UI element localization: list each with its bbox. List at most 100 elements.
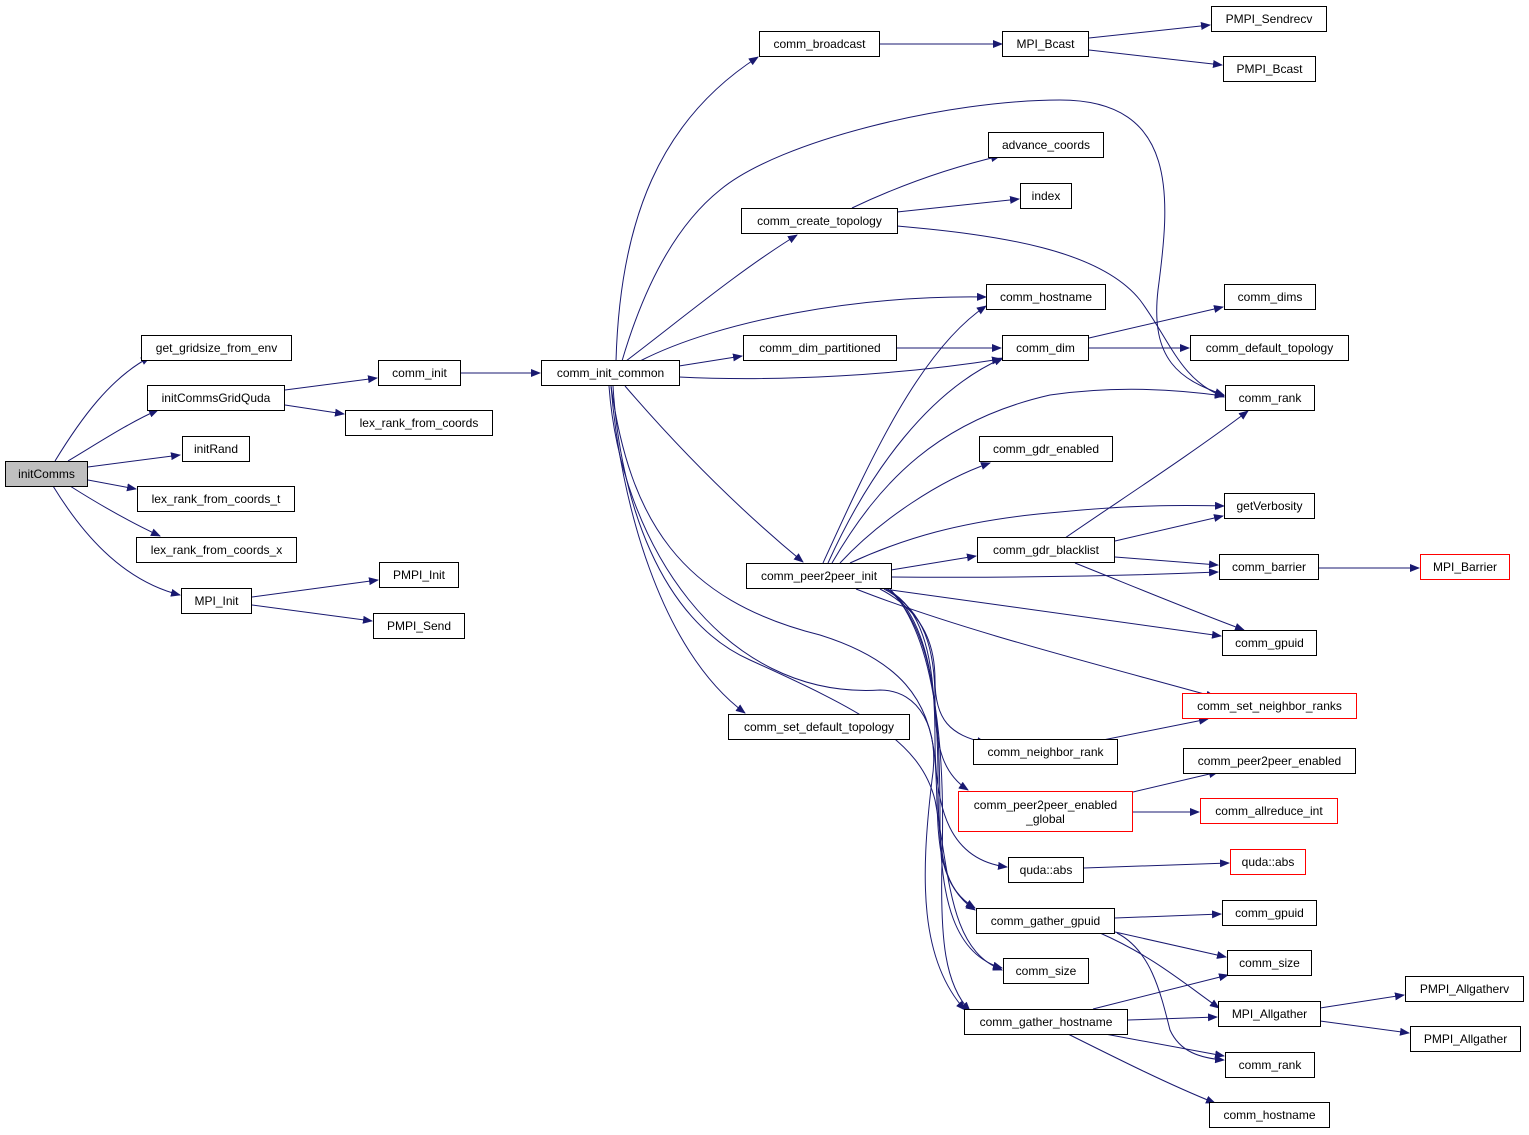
edge-neighbor-rank-set-ranks bbox=[1102, 716, 1209, 741]
edge-common-dim bbox=[678, 356, 1002, 380]
node-comm-set-neighbor-ranks[interactable]: comm_set_neighbor_ranks bbox=[1182, 693, 1357, 719]
node-lex-rank-from-coords[interactable]: lex_rank_from_coords bbox=[345, 410, 493, 436]
edge-gathergpuid-allgather bbox=[1099, 932, 1220, 1009]
edge-common-create-topology bbox=[625, 234, 798, 362]
edge-gathergpuid-gpuid bbox=[1114, 910, 1222, 919]
node-quda-abs-b[interactable]: quda::abs bbox=[1230, 849, 1306, 875]
edge-gatherhost-hostname bbox=[1067, 1033, 1216, 1104]
node-comm-allreduce-int[interactable]: comm_allreduce_int bbox=[1200, 798, 1338, 824]
node-comm-gpuid[interactable]: comm_gpuid bbox=[1222, 630, 1317, 656]
edge-p2p-neighbor-ranks bbox=[855, 588, 1216, 699]
node-initcommsgridquda[interactable]: initCommsGridQuda bbox=[147, 385, 285, 411]
node-quda-abs-a[interactable]: quda::abs bbox=[1008, 857, 1084, 883]
node-getverbosity[interactable]: getVerbosity bbox=[1224, 493, 1315, 519]
edge-gatherhost-size bbox=[1092, 973, 1229, 1010]
edge-p2p-size bbox=[887, 588, 1003, 970]
edge-p2p-barrier bbox=[890, 568, 1219, 578]
edge-common-peer2peer-init bbox=[624, 385, 804, 563]
edge-gridquda-comm-init bbox=[284, 375, 378, 391]
node-initrand[interactable]: initRand bbox=[182, 436, 250, 462]
edge-gatherhost-allgather bbox=[1127, 1013, 1218, 1022]
node-comm-rank-2[interactable]: comm_rank bbox=[1225, 1052, 1315, 1078]
edge-dim-dims bbox=[1088, 305, 1224, 339]
edge-bcast-pmpi-bcast bbox=[1088, 49, 1223, 68]
edge-common-broadcast bbox=[615, 56, 759, 362]
edge-common-hostname bbox=[639, 292, 987, 362]
node-comm-broadcast[interactable]: comm_broadcast bbox=[759, 31, 880, 57]
node-mpi-allgather[interactable]: MPI_Allgather bbox=[1218, 1001, 1321, 1027]
edge-topology-rank bbox=[896, 225, 1225, 398]
node-comm-init[interactable]: comm_init bbox=[378, 360, 461, 386]
node-comm-peer2peer-enabled[interactable]: comm_peer2peer_enabled bbox=[1183, 748, 1356, 774]
edge-blacklist-gpuid bbox=[1074, 562, 1245, 631]
edge-common-size bbox=[612, 385, 1003, 971]
node-comm-size-b[interactable]: comm_size bbox=[1227, 950, 1312, 976]
edge-topology-index bbox=[896, 195, 1020, 213]
node-get-gridsize-from-env[interactable]: get_gridsize_from_env bbox=[141, 335, 292, 361]
node-pmpi-allgatherv[interactable]: PMPI_Allgatherv bbox=[1405, 976, 1524, 1002]
edge-common-rank-big bbox=[621, 99, 1225, 396]
edge-initcomms-initrand bbox=[87, 452, 181, 468]
edge-initcomms-lex-t bbox=[87, 479, 137, 492]
node-comm-peer2peer-enabled-global[interactable]: comm_peer2peer_enabled _global bbox=[958, 791, 1133, 832]
node-comm-gpuid-2[interactable]: comm_gpuid bbox=[1222, 900, 1317, 926]
node-index[interactable]: index bbox=[1020, 183, 1072, 209]
node-mpi-init[interactable]: MPI_Init bbox=[181, 588, 252, 614]
edge-blacklist-barrier bbox=[1114, 556, 1219, 569]
edge-global-enabled bbox=[1132, 770, 1219, 793]
edge-allgather-allgatherv bbox=[1319, 992, 1405, 1009]
edge-p2p-quda-abs bbox=[885, 588, 1008, 870]
edge-p2p-rank bbox=[831, 388, 1225, 564]
edge-topology-advance bbox=[851, 154, 1001, 209]
node-comm-create-topology[interactable]: comm_create_topology bbox=[741, 208, 898, 234]
node-comm-gather-gpuid[interactable]: comm_gather_gpuid bbox=[976, 908, 1115, 934]
node-lex-rank-from-coords-t[interactable]: lex_rank_from_coords_t bbox=[137, 486, 295, 512]
node-lex-rank-from-coords-x[interactable]: lex_rank_from_coords_x bbox=[136, 537, 297, 563]
node-comm-hostname[interactable]: comm_hostname bbox=[986, 284, 1106, 310]
node-comm-gdr-enabled[interactable]: comm_gdr_enabled bbox=[979, 436, 1113, 462]
node-comm-init-common[interactable]: comm_init_common bbox=[541, 360, 680, 386]
node-pmpi-allgather[interactable]: PMPI_Allgather bbox=[1410, 1026, 1521, 1052]
edge-initcomms-get-gridsize bbox=[54, 356, 151, 462]
node-comm-default-topology[interactable]: comm_default_topology bbox=[1190, 335, 1349, 361]
edge-common-gather-hostname bbox=[608, 385, 966, 1011]
edge-p2p-hostname bbox=[822, 305, 987, 564]
node-comm-hostname-2[interactable]: comm_hostname bbox=[1209, 1102, 1330, 1128]
node-advance-coords[interactable]: advance_coords bbox=[988, 132, 1104, 158]
node-pmpi-send[interactable]: PMPI_Send bbox=[373, 613, 465, 639]
edge-bcast-sendrecv bbox=[1088, 21, 1211, 39]
node-comm-dim[interactable]: comm_dim bbox=[1002, 335, 1089, 361]
edge-blacklist-verbosity bbox=[1114, 514, 1224, 542]
node-comm-size-a[interactable]: comm_size bbox=[1003, 958, 1089, 984]
node-comm-gdr-blacklist[interactable]: comm_gdr_blacklist bbox=[977, 537, 1115, 563]
node-comm-set-default-topology[interactable]: comm_set_default_topology bbox=[728, 714, 910, 740]
node-comm-gather-hostname[interactable]: comm_gather_hostname bbox=[964, 1009, 1128, 1035]
node-mpi-bcast[interactable]: MPI_Bcast bbox=[1002, 31, 1089, 57]
node-comm-dim-partitioned[interactable]: comm_dim_partitioned bbox=[743, 335, 897, 361]
edge-initcomms-lex-x bbox=[69, 485, 161, 537]
edge-p2p-gather-gpuid bbox=[887, 588, 976, 909]
edge-p2p-gather-hostname bbox=[889, 588, 971, 1012]
node-mpi-barrier[interactable]: MPI_Barrier bbox=[1420, 554, 1510, 580]
edge-p2p-dim bbox=[827, 357, 1004, 564]
node-pmpi-sendrecv[interactable]: PMPI_Sendrecv bbox=[1211, 6, 1327, 32]
node-comm-barrier[interactable]: comm_barrier bbox=[1219, 554, 1319, 580]
node-comm-neighbor-rank[interactable]: comm_neighbor_rank bbox=[973, 739, 1118, 765]
edge-abs-abs bbox=[1083, 859, 1230, 869]
node-initcomms: initComms bbox=[5, 461, 88, 487]
node-pmpi-bcast[interactable]: PMPI_Bcast bbox=[1223, 56, 1316, 82]
edge-p2p-verbosity bbox=[849, 501, 1225, 564]
edge-gathergpuid-size bbox=[1114, 931, 1227, 959]
edge-initcomms-mpi-init bbox=[52, 485, 181, 597]
node-comm-dims[interactable]: comm_dims bbox=[1224, 284, 1316, 310]
edge-gathergpuid-rank bbox=[1116, 932, 1225, 1064]
edge-allgather-pmpi-allgather bbox=[1319, 1020, 1410, 1036]
node-comm-peer2peer-init[interactable]: comm_peer2peer_init bbox=[746, 563, 892, 589]
edge-blacklist-rank bbox=[1064, 410, 1249, 539]
edge-common-set-default-topology bbox=[610, 385, 746, 714]
edge-gridquda-lex bbox=[284, 404, 345, 417]
node-comm-rank[interactable]: comm_rank bbox=[1225, 385, 1315, 411]
node-pmpi-init[interactable]: PMPI_Init bbox=[379, 562, 459, 588]
